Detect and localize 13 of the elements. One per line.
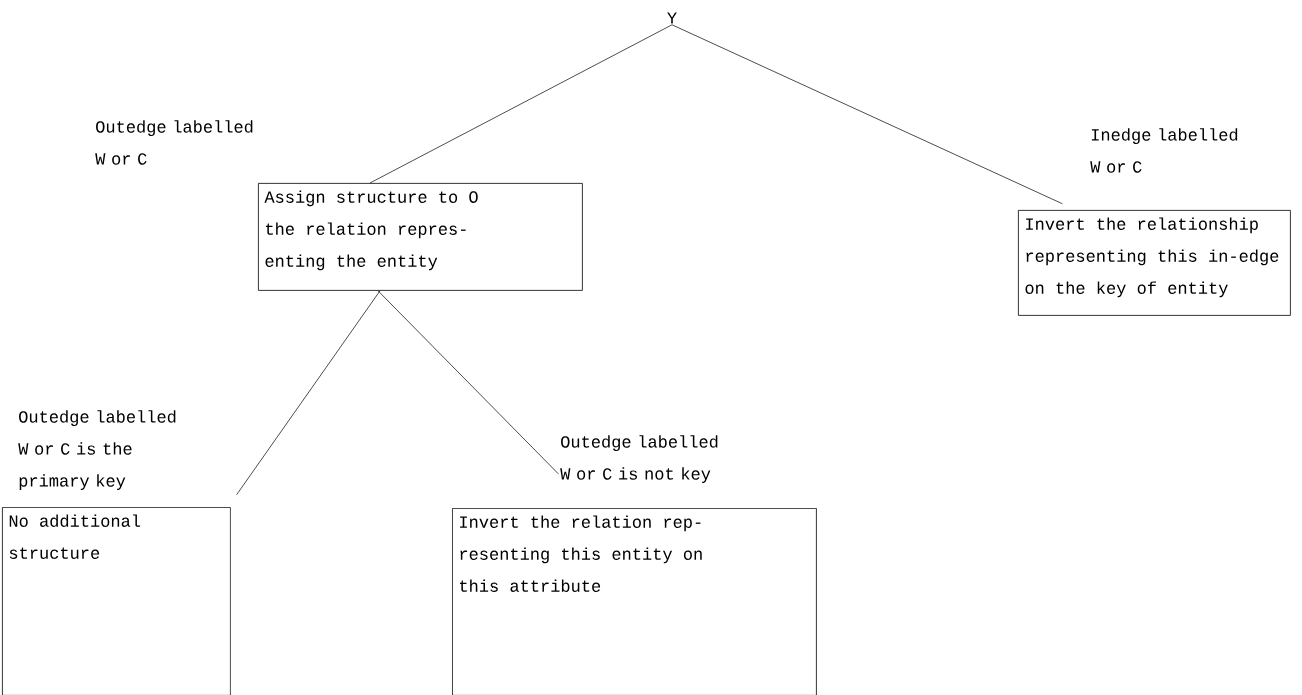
condition-label: Outedge labelled W or C is the primary key <box>18 410 176 491</box>
connector-line <box>369 24 673 184</box>
connector-line <box>236 290 381 496</box>
connector-line <box>671 24 1063 205</box>
text-box: Assign structure to O the relation repres- enting the entity <box>258 183 583 291</box>
condition-label: Inedge labelled W or C <box>1090 128 1238 173</box>
text-box: Invert the relation rep- resenting this entity on this attribute <box>452 508 817 695</box>
condition-label: Outedge labelled W or C is not key <box>560 435 718 484</box>
text-box: Invert the relationship representing this in-edge on the key of entity <box>1018 210 1291 316</box>
root-label: Y <box>667 12 677 24</box>
connector-line <box>377 290 559 475</box>
condition-label: Outedge labelled W or C <box>95 120 253 165</box>
text-box: No additional structure <box>2 507 231 695</box>
